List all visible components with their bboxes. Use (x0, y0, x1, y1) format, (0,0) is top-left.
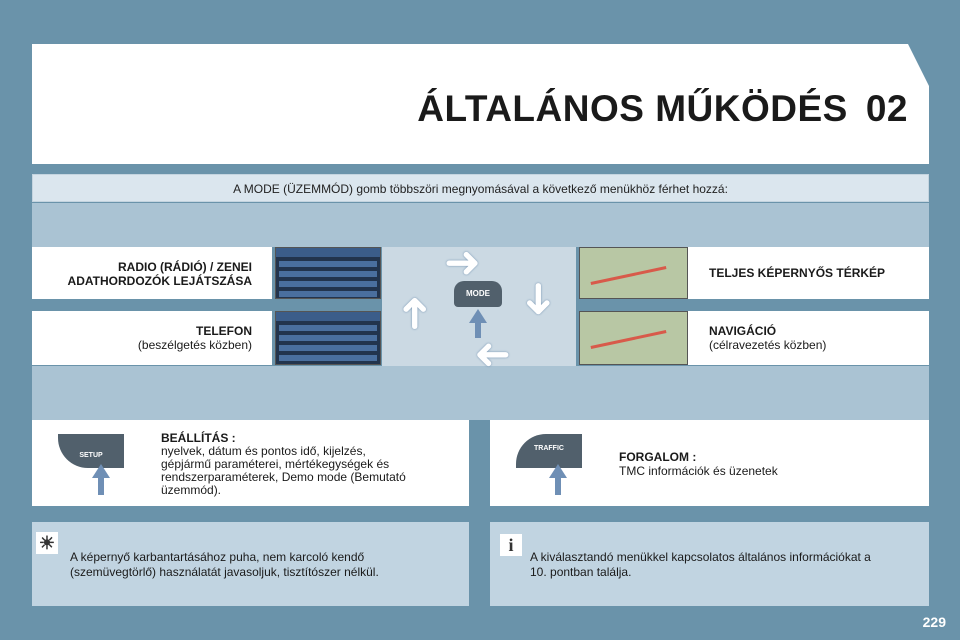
cycle-arrow-icon: ➜ (474, 331, 511, 380)
page-number: 229 (922, 614, 946, 630)
intro-text: A MODE (ÜZEMMÓD) gomb többszöri megnyomá… (32, 174, 929, 202)
map-mode-title: TELJES KÉPERNYŐS TÉRKÉP (709, 266, 886, 280)
nav-mode-subtitle: (célravezetés közben) (709, 338, 827, 352)
map-screen-thumbnail (579, 247, 688, 299)
radio-screen-thumbnail (275, 247, 381, 299)
band (32, 366, 929, 420)
telefon-mode-title: TELEFON (196, 324, 252, 338)
setup-desc-line: üzemmód). (161, 483, 222, 497)
traffic-desc: TMC információk és üzenetek (619, 464, 778, 478)
band (32, 203, 929, 247)
sun-brightness-icon: ☀ (36, 532, 58, 554)
note-line: A képernyő karbantartásához puha, nem ka… (70, 550, 365, 564)
cycle-arrow-icon: ➜ (514, 280, 564, 318)
cycle-arrow-icon: ➜ (389, 294, 439, 332)
mode-button[interactable]: MODE (454, 281, 502, 307)
radio-mode-box: RADIO (RÁDIÓ) / ZENEI ADATHORDOZÓK LEJÁT… (32, 247, 272, 299)
setup-box: SETUP BEÁLLÍTÁS : nyelvek, dátum és pont… (32, 420, 469, 506)
screen-care-note: ☀ A képernyő karbantartásához puha, nem … (32, 522, 469, 606)
press-arrow-stem (555, 477, 561, 495)
setup-desc-line: nyelvek, dátum és pontos idő, kijelzés, (161, 444, 366, 458)
nav-mode-title: NAVIGÁCIÓ (709, 324, 777, 338)
chapter-number: 02 (865, 88, 908, 129)
press-arrow-stem (475, 322, 481, 338)
press-arrow-icon (92, 464, 110, 478)
note-line: A kiválasztandó menükkel kapcsolatos ált… (530, 550, 871, 564)
cycle-arrow-icon: ➜ (444, 238, 481, 287)
press-arrow-icon (549, 464, 567, 478)
info-icon: i (500, 534, 522, 556)
map-mode-box: TELJES KÉPERNYŐS TÉRKÉP (688, 247, 929, 299)
setup-button[interactable]: SETUP (58, 434, 124, 468)
radio-mode-subtitle: ADATHORDOZÓK LEJÁTSZÁSA (67, 274, 252, 288)
telefon-screen-thumbnail (275, 311, 381, 365)
header-panel (32, 44, 929, 164)
traffic-title: FORGALOM : (619, 450, 697, 464)
radio-mode-title: RADIO (RÁDIÓ) / ZENEI (118, 260, 252, 274)
traffic-button[interactable]: TRAFFIC (516, 434, 582, 468)
note-line: (szemüvegtörlő) használatát javasoljuk, … (70, 565, 379, 579)
mode-cycle-area: ➜ ➜ ➜ ➜ MODE (382, 241, 576, 380)
press-arrow-icon (469, 309, 487, 323)
telefon-mode-box: TELEFON (beszélgetés közben) (32, 311, 272, 365)
press-arrow-stem (98, 477, 104, 495)
setup-desc-line: rendszerparaméterek, Demo mode (Bemutató (161, 470, 406, 484)
info-note: i A kiválasztandó menükkel kapcsolatos á… (490, 522, 929, 606)
telefon-mode-subtitle: (beszélgetés közben) (137, 338, 252, 352)
setup-title: BEÁLLÍTÁS : (161, 431, 236, 445)
setup-desc-line: gépjármű paraméterei, mértékegységek és (161, 457, 390, 471)
traffic-box: TRAFFIC FORGALOM : TMC információk és üz… (490, 420, 929, 506)
nav-screen-thumbnail (579, 311, 688, 365)
note-line: 10. pontban találja. (530, 565, 632, 579)
nav-mode-box: NAVIGÁCIÓ (célravezetés közben) (688, 311, 929, 365)
